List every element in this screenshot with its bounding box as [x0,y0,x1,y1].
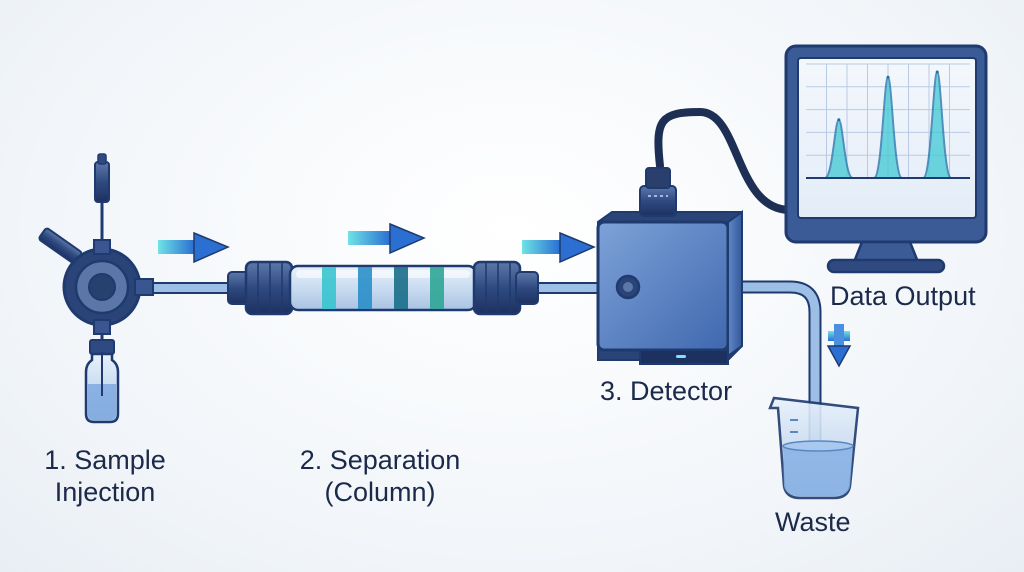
separation-column [227,260,539,316]
waste-arrow [826,324,852,368]
separation-band [322,267,336,309]
separation-bands [322,267,444,309]
label-line: Injection [54,477,156,507]
separation-column-label: 2. Separation (Column) [280,444,480,508]
flow-arrow [348,222,426,255]
peak-point [886,75,890,79]
chromatogram-chart [806,63,970,179]
waste-beaker [768,396,860,500]
data-output-label: Data Output [830,281,976,311]
sample-injection-label: 1. Sample Injection [20,444,190,508]
separation-band [430,267,444,309]
peak-point [935,70,939,74]
label-line: 2. Separation [299,445,461,475]
flow-arrow [158,231,230,264]
waste-label: Waste [775,507,851,537]
detector-label: 3. Detector [600,376,733,406]
label-line: (Column) [324,477,436,507]
detector [596,167,743,365]
label-line: 1. Sample [44,445,166,475]
sample-vial [84,339,120,424]
separation-band [358,267,372,309]
flow-arrow [522,231,596,264]
separation-band [394,267,408,309]
injection-valve [38,153,154,352]
peak-point [837,118,841,122]
